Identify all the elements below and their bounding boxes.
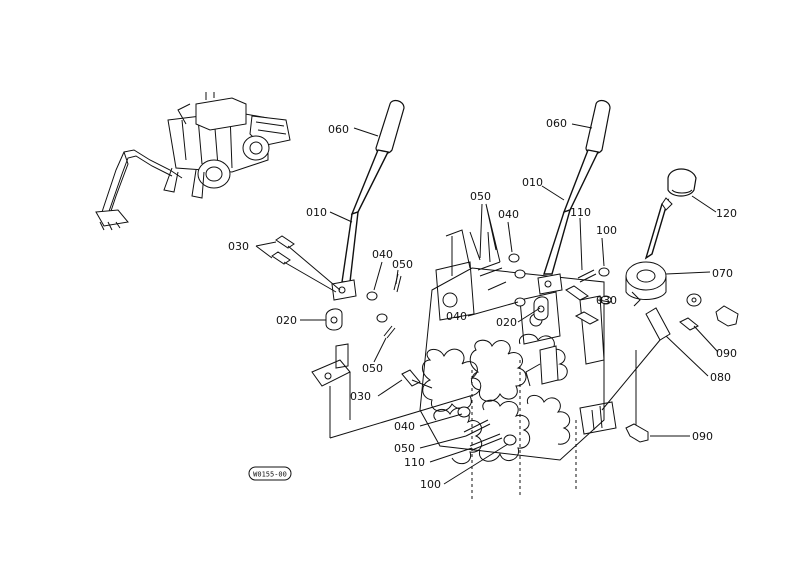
label-060-right: 060: [546, 117, 567, 130]
label-110-right: 110: [570, 206, 591, 219]
label-100-bottom: 100: [420, 478, 441, 491]
label-020-mid: 020: [496, 316, 517, 329]
label-050-lower-left: 050: [362, 362, 383, 375]
label-070: 070: [712, 267, 733, 280]
label-040-bottom: 040: [394, 420, 415, 433]
label-090-upper: 090: [716, 347, 737, 360]
label-030-left: 030: [228, 240, 249, 253]
leader-lines: [255, 123, 719, 485]
label-050-left: 050: [392, 258, 413, 271]
label-020-left: 020: [276, 314, 297, 327]
label-090-lower: 090: [692, 430, 713, 443]
label-010-left: 010: [306, 206, 327, 219]
label-080: 080: [710, 371, 731, 384]
label-010-right: 010: [522, 176, 543, 189]
part-labels: 060 010 030 040 050 020 050 030 050 040 …: [228, 117, 737, 491]
lower-parts: [457, 406, 517, 451]
label-040-top: 040: [498, 208, 519, 221]
label-060-left: 060: [328, 123, 349, 136]
label-030-right: 030: [596, 294, 617, 307]
label-050-top: 050: [470, 190, 491, 203]
stamp-text: W0155-00: [253, 471, 287, 479]
label-100-right: 100: [596, 224, 617, 237]
label-110-bottom: 110: [404, 456, 425, 469]
auxiliary-lever: [601, 168, 739, 443]
label-030-lower: 030: [350, 390, 371, 403]
center-pins-washers: [469, 231, 526, 307]
label-050-bottom: 050: [394, 442, 415, 455]
backhoe-loader-illustration: [95, 92, 291, 231]
label-120: 120: [716, 207, 737, 220]
reference-stamp: W0155-00: [248, 466, 292, 481]
left-control-lever: [271, 99, 433, 438]
label-040-left: 040: [372, 248, 393, 261]
label-040-mid: 040: [446, 310, 467, 323]
right-control-lever: [533, 99, 612, 325]
